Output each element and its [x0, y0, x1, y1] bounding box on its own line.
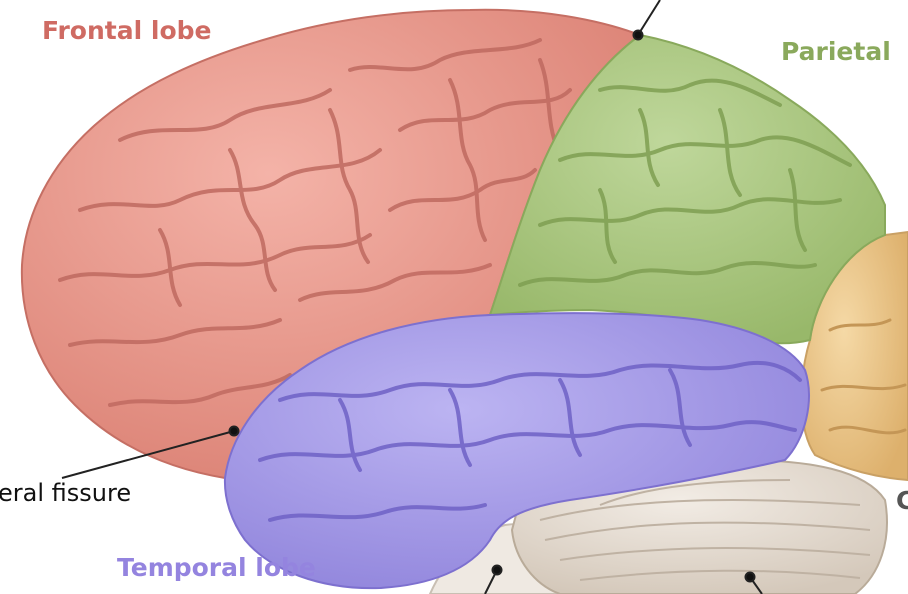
- central-sulcus-dot: [632, 29, 644, 41]
- lateral-fissure-dot: [228, 425, 240, 437]
- occipital-sulci: [820, 318, 907, 435]
- cerebellum-dot: [744, 571, 756, 583]
- parietal-gyri: [518, 78, 852, 287]
- lateral-fissure-leader: [61, 430, 235, 479]
- frontal-lobe-label: Frontal lobe: [42, 16, 212, 45]
- frontal-gyri: [58, 38, 572, 407]
- parietal-lobe-label: Parietal: [781, 37, 891, 66]
- central-sulcus-leader: [637, 0, 661, 36]
- occipital-lobe-label: C: [896, 486, 908, 515]
- brainstem-dot: [491, 564, 503, 576]
- cerebellum-folia: [539, 479, 871, 581]
- leader-lines: [61, 0, 763, 594]
- temporal-lobe: [223, 312, 810, 590]
- temporal-gyri: [258, 360, 802, 522]
- temporal-lobe-label: Temporal lobe: [117, 553, 316, 582]
- lateral-fissure-label: eral fissure: [0, 479, 132, 507]
